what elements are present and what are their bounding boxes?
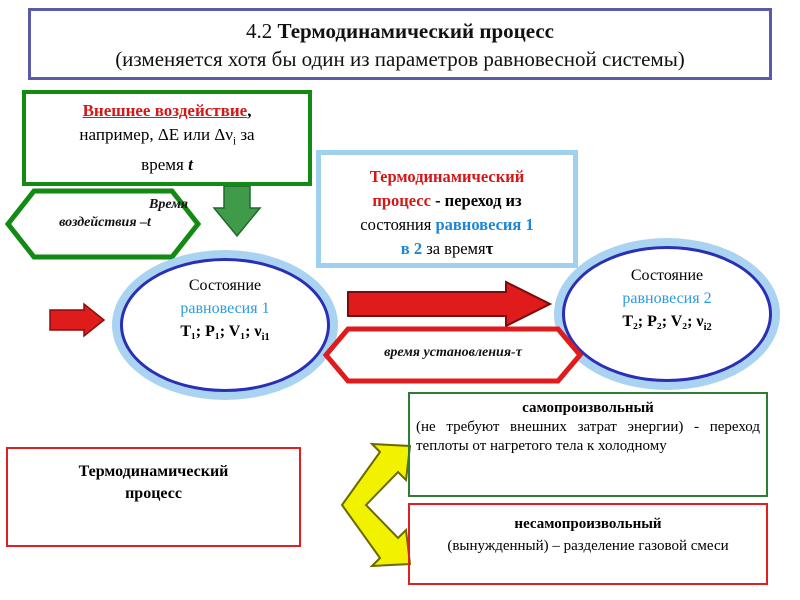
process-def-line2-a: процесс: [372, 191, 431, 210]
title-subtitle: (изменяется хотя бы один из параметров р…: [115, 47, 685, 71]
hex-impact-line2: воздействия –t: [59, 215, 151, 230]
small-red-arrow: [49, 302, 106, 338]
delta-e-symbol: ΔE: [157, 125, 180, 144]
nonspontaneous-title: несамопроизвольный: [514, 516, 662, 532]
tau-symbol: τ: [485, 239, 494, 258]
delta-nu-symbol: Δν: [214, 125, 233, 144]
process-def-line3: состояния равновесия 1: [321, 213, 573, 237]
process-def-line2-b: - переход из: [430, 191, 522, 210]
delta-nu-sub: i: [232, 135, 237, 148]
hex-impact-label: Время воздействия –t: [14, 196, 196, 232]
external-line2: например, ΔE или Δνi за: [26, 123, 308, 153]
state1-ellipse: [120, 258, 330, 392]
nonspontaneous-box: несамопроизвольный (вынужденный) – разде…: [408, 503, 768, 585]
external-or: или: [179, 125, 215, 144]
spontaneous-box: самопроизвольный (не требуют внешних зат…: [408, 392, 768, 497]
state2-line2: равновесия 2: [622, 290, 712, 307]
external-line3-a: время: [141, 155, 189, 175]
process-def-line4-a: в 2: [400, 239, 423, 258]
spontaneous-text: (не требуют внешних затрат энергии) - пе…: [416, 419, 760, 454]
title-number: 4.2: [246, 19, 273, 43]
hex-settle-time: [322, 326, 584, 384]
process-def-line1: Термодинамический: [369, 167, 525, 186]
state2-text: Состояние равновесия 2 T₂; P₂; V₂; νi2: [572, 264, 762, 339]
external-impact-box: Внешнее воздействие, например, ΔE или Δν…: [22, 90, 312, 186]
title-line: 4.2 Термодинамический процесс: [31, 17, 769, 45]
external-heading-line: Внешнее воздействие,: [26, 99, 308, 123]
hex-impact-time: [4, 188, 202, 260]
external-heading: Внешнее воздействие: [82, 101, 248, 120]
external-line3: время t: [26, 153, 308, 177]
spontaneous-title: самопроизвольный: [522, 400, 654, 416]
title-box: 4.2 Термодинамический процесс (изменяетс…: [28, 8, 772, 80]
state2-params: T₂; P₂; V₂; νi2: [572, 310, 762, 339]
process-definition-box: Термодинамический процесс - переход из с…: [316, 150, 578, 268]
state1-line1: Состояние: [188, 277, 262, 294]
external-heading-punct: ,: [247, 101, 252, 120]
state1-params-main: T₁; P₁; V₁; ν: [180, 323, 262, 340]
process-def-line2: процесс - переход из: [321, 189, 573, 213]
title-name: Термодинамический процесс: [277, 19, 554, 43]
nonspontaneous-text: (вынужденный) – разделение газовой смеси: [447, 538, 729, 554]
time-t-symbol: t: [188, 155, 193, 175]
external-line2-b: за: [236, 125, 255, 144]
down-arrow-green: [212, 186, 262, 238]
state1-text: Состояние равновесия 1 T₁; P₁; V₁; νi1: [130, 274, 320, 349]
process-def-line4-b: за время: [422, 239, 486, 258]
yellow-branch-arrow: [340, 442, 412, 568]
state1-params: T₁; P₁; V₁; νi1: [130, 320, 320, 349]
hex-impact-line1: Время: [148, 197, 188, 212]
state2-line1: Состояние: [630, 267, 704, 284]
state2-ellipse: [562, 246, 772, 382]
big-red-arrow: [347, 280, 552, 328]
external-line2-a: например,: [79, 125, 158, 144]
process-def-line3-a: состояния: [360, 215, 436, 234]
hex-settle-label: время установления-τ: [384, 345, 522, 360]
process-box: Термодинамический процесс: [6, 447, 301, 547]
process-def-line3-b: равновесия 1: [435, 215, 534, 234]
process-box-line1: Термодинамический: [78, 463, 229, 480]
state2-params-sub: i2: [703, 322, 712, 334]
state1-line2: равновесия 1: [180, 300, 270, 317]
state1-params-sub: i1: [261, 332, 270, 344]
process-box-line2: процесс: [125, 485, 182, 502]
process-def-line4: в 2 за времяτ: [321, 237, 573, 261]
state2-params-main: T₂; P₂; V₂; ν: [622, 313, 704, 330]
